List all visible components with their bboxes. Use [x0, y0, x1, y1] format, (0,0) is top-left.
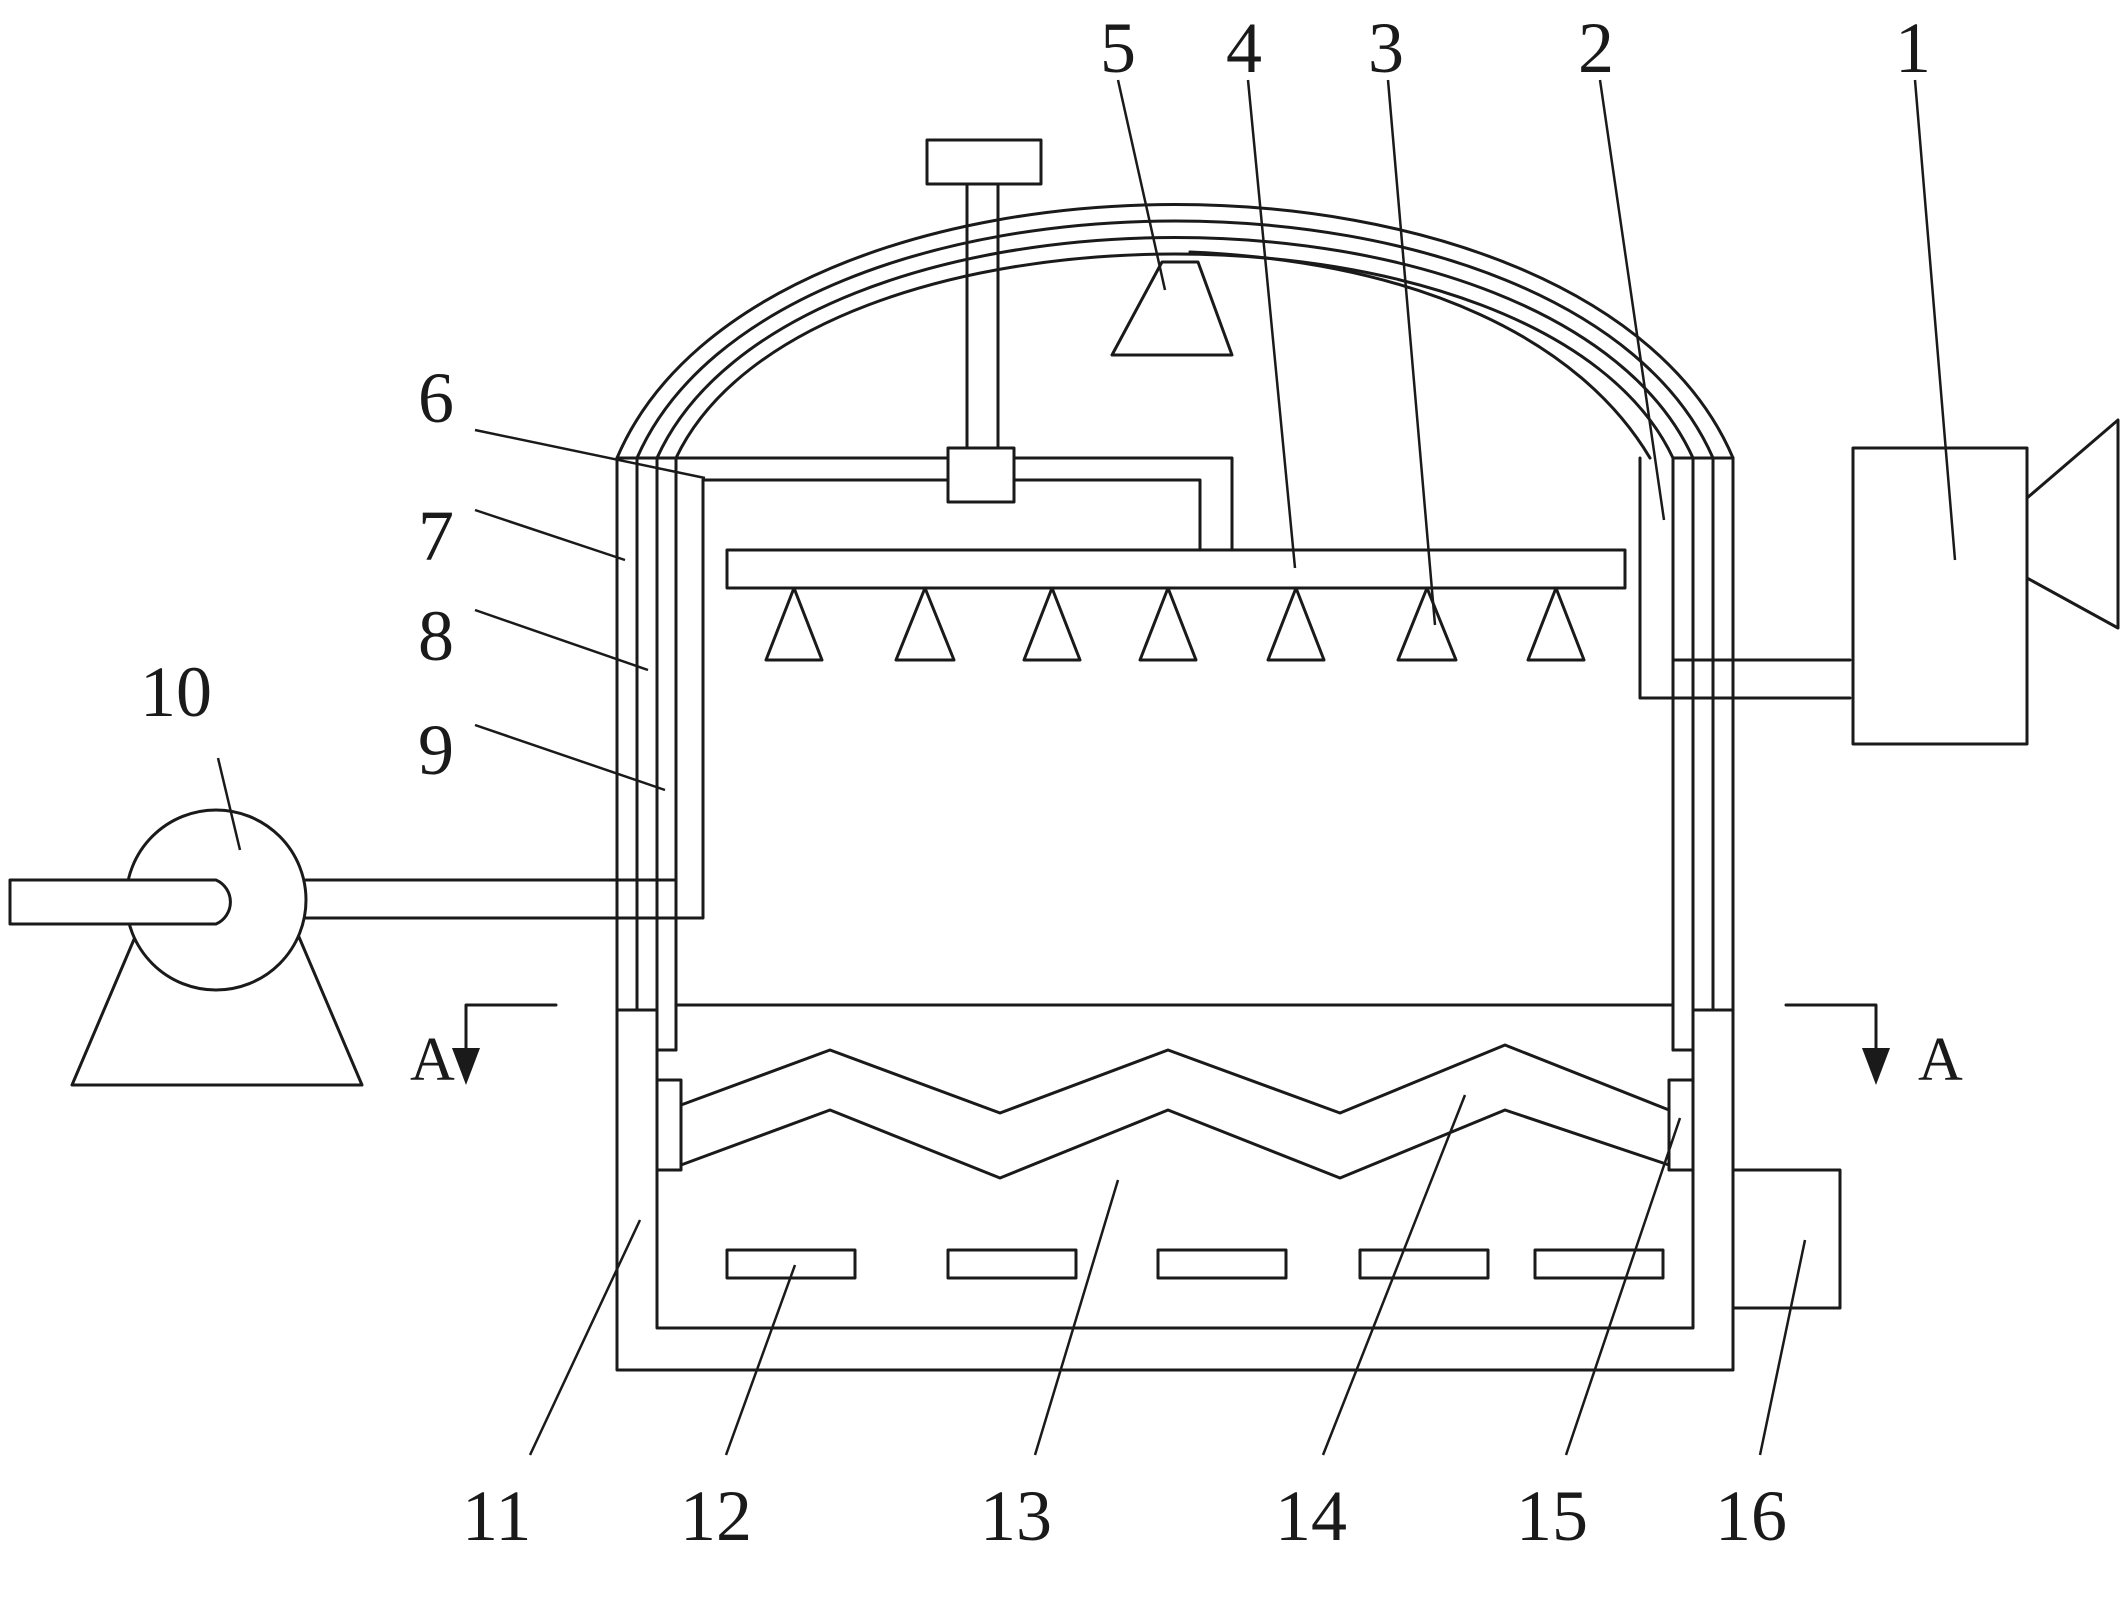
label-11: 11	[462, 1476, 531, 1556]
left-wall-layers	[615, 456, 678, 1052]
label-9: 9	[418, 710, 454, 790]
label-13: 13	[980, 1476, 1052, 1556]
right-bracket	[1667, 1078, 1695, 1172]
label-12: 12	[680, 1476, 752, 1556]
right-wall-layers	[1671, 456, 1735, 1052]
section-mark-right: A	[1918, 1026, 1963, 1094]
label-4: 4	[1226, 8, 1262, 88]
spray-nozzles	[764, 586, 1586, 662]
part-labels: 1 2 3 4 5 6 7 8 9 10 11 12 13 14 15 16	[140, 8, 1931, 1556]
dome-lamp	[1110, 260, 1234, 357]
label-14: 14	[1275, 1476, 1347, 1556]
lower-tank	[615, 1003, 1842, 1372]
leader-lines	[216, 79, 1957, 1456]
label-3: 3	[1368, 8, 1404, 88]
pump-inlet-pipe	[8, 878, 232, 926]
spray-pipe	[725, 548, 1627, 662]
label-15: 15	[1516, 1476, 1588, 1556]
section-mark-left: A	[410, 1026, 455, 1094]
label-16: 16	[1715, 1476, 1787, 1556]
blower-duct	[1638, 418, 2120, 746]
label-1: 1	[1895, 8, 1931, 88]
section-arrow-left	[452, 1048, 480, 1085]
section-arrow-right	[1862, 1048, 1890, 1085]
label-6: 6	[418, 358, 454, 438]
pump-assembly	[8, 808, 678, 1087]
inner-vessel-wall	[674, 456, 1234, 920]
left-bracket	[655, 1078, 683, 1172]
section-marks: A A	[410, 1003, 1963, 1094]
label-10: 10	[140, 652, 212, 732]
label-2: 2	[1578, 8, 1614, 88]
top-feed-pipe	[925, 138, 1043, 504]
label-7: 7	[418, 496, 454, 576]
pipe-valve	[946, 446, 1016, 504]
blower-horn	[2025, 418, 2120, 630]
label-8: 8	[418, 596, 454, 676]
blower-box	[1851, 446, 2029, 746]
label-5: 5	[1100, 8, 1136, 88]
dome-cover	[615, 203, 1735, 460]
